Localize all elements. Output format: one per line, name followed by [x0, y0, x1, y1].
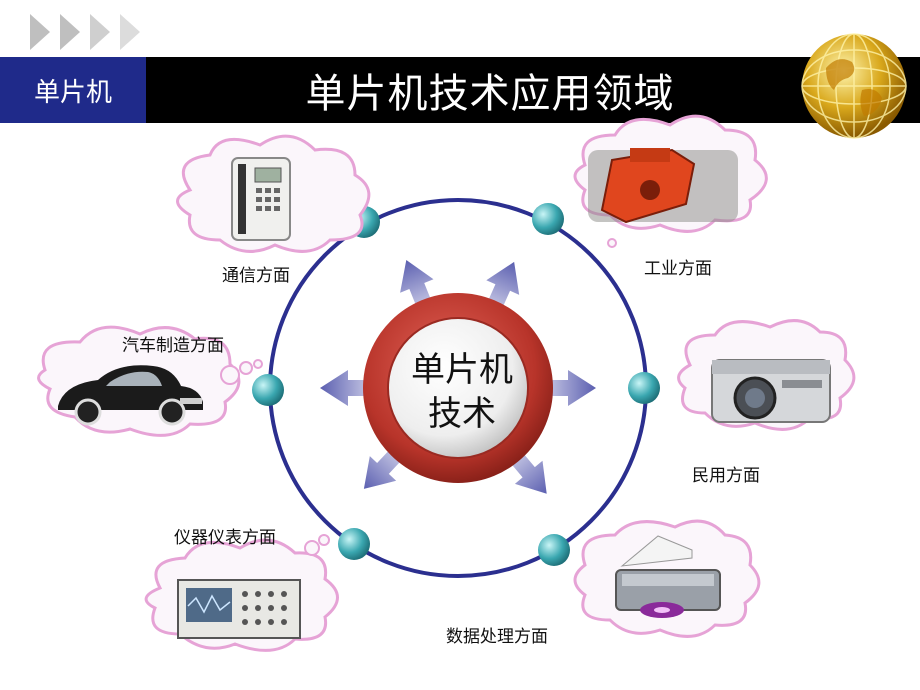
- node-data-processing: [538, 534, 570, 566]
- label-automotive: 汽车制造方面: [122, 336, 224, 356]
- section-tab: 单片机: [0, 57, 146, 123]
- phone-icon: [231, 157, 291, 241]
- node-automotive: [252, 374, 284, 406]
- header-bar: [0, 57, 920, 123]
- label-communication: 通信方面: [222, 266, 290, 286]
- node-industry: [532, 203, 564, 235]
- hub-label-line1: 单片机: [411, 350, 513, 390]
- oscilloscope-icon: [177, 579, 301, 639]
- hub-inner: [387, 317, 529, 459]
- hub-label: 单片机 技术: [392, 348, 532, 436]
- label-data-processing: 数据处理方面: [446, 627, 548, 647]
- label-civil: 民用方面: [692, 466, 760, 486]
- label-industry: 工业方面: [644, 259, 712, 279]
- label-instruments: 仪器仪表方面: [174, 528, 276, 548]
- car-icon: [58, 365, 203, 426]
- hub-label-line2: 技术: [428, 394, 496, 434]
- node-civil: [628, 372, 660, 404]
- machine-icon: [588, 148, 738, 224]
- arrow-civil: [530, 370, 596, 406]
- camera-icon: [711, 359, 831, 423]
- chevron-decoration: [30, 14, 140, 50]
- arrow-automotive: [320, 370, 386, 406]
- node-instruments: [338, 528, 370, 560]
- printer-icon: [615, 535, 721, 618]
- page-title: 单片机技术应用领域: [305, 71, 675, 117]
- globe-icon: [801, 33, 907, 139]
